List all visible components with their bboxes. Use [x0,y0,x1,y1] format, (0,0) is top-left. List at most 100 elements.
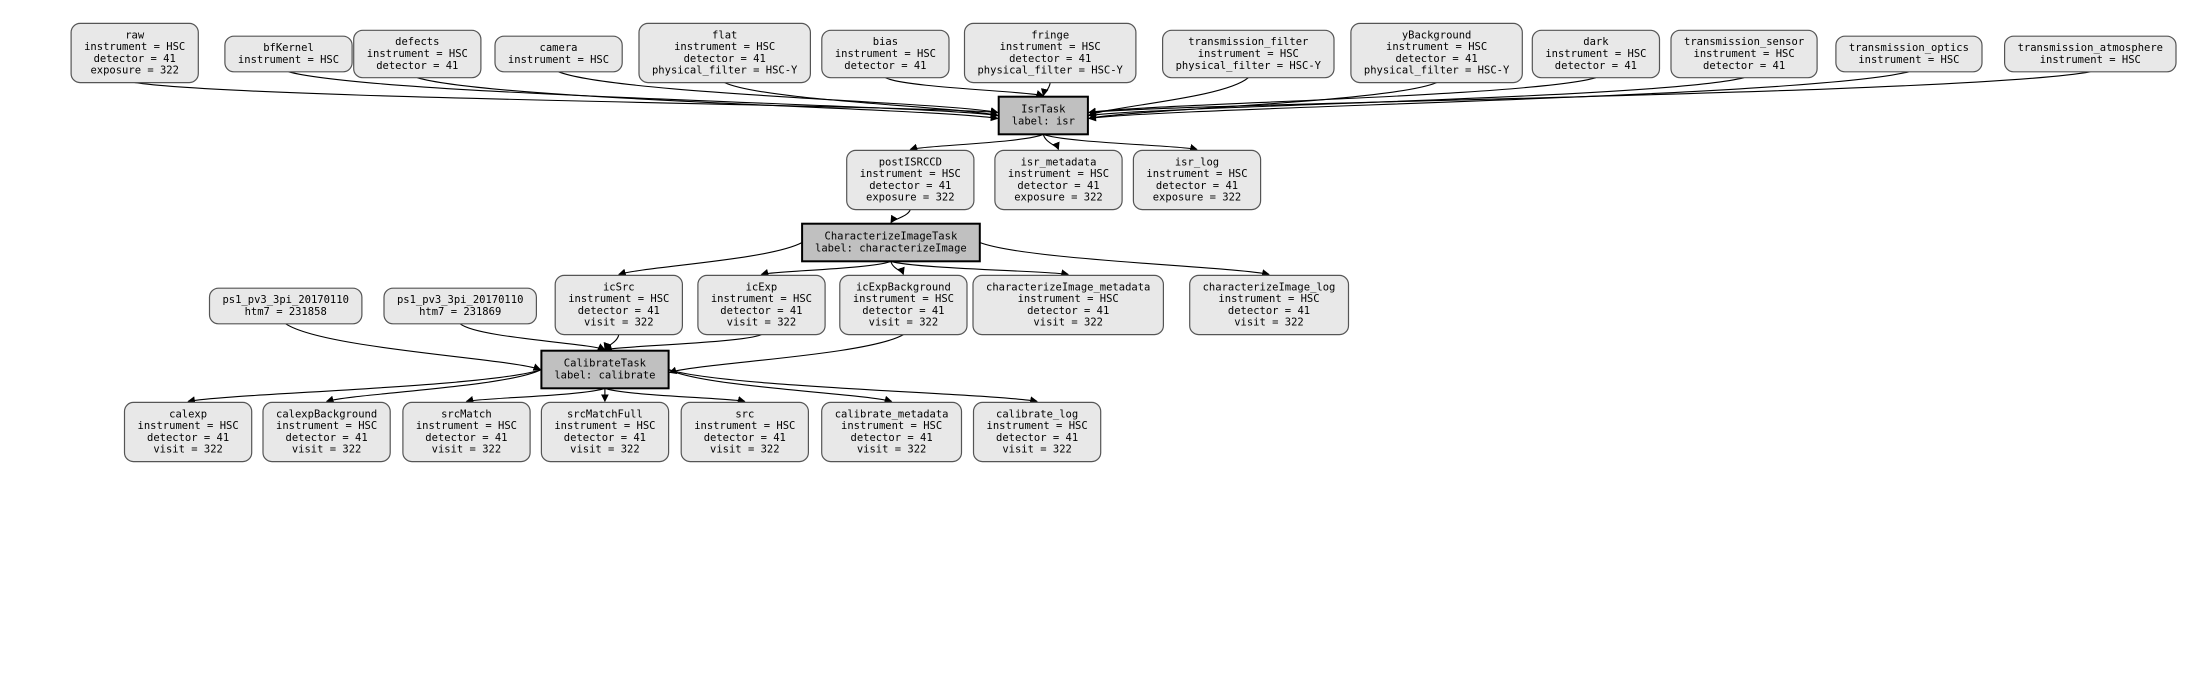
edge-bias-to-IsrTask [885,77,1045,98]
dataset-node-box [1189,274,1350,336]
dataset-node-box [821,401,963,463]
node-title: calexpBackground [276,408,377,420]
node-dimension-line: detector = 41 [564,432,646,444]
node-dimension-line: physical_filter = HSC-Y [977,65,1123,77]
node-dimension-line: htm7 = 231858 [245,306,327,318]
node-dimension-line: instrument = HSC [853,293,954,305]
node-dimension-line: detector = 41 [147,432,229,444]
edge-dark-to-IsrTask [1088,77,1597,116]
node-dimension-line: detector = 41 [1703,60,1785,72]
edge-CalibrateTask-to-calibrate_metadata [668,369,893,404]
dataset-node-box [1670,29,1818,79]
node-dimension-line: detector = 41 [425,432,507,444]
node-title: icExpBackground [856,281,951,293]
node-dimension-line: instrument = HSC [416,420,517,432]
node-dimension-line: instrument = HSC [1694,48,1795,60]
node-title: raw [125,29,145,41]
edge-postISRCCD-to-CharacterizeImageTask [890,209,911,224]
dataset-node-box [123,401,253,463]
node-dimension-line: detector = 41 [844,60,926,72]
node-dimension-line: exposure = 322 [866,192,955,204]
node-title: characterizeImage_log [1203,281,1336,293]
node-dimension-line: detector = 41 [286,432,368,444]
node-dimension-line: instrument = HSC [568,293,669,305]
node-dimension-line: instrument = HSC [1545,48,1646,60]
node-dimension-line: instrument = HSC [987,420,1088,432]
node-title: transmission_sensor [1684,36,1804,48]
node-dimension-line: detector = 41 [578,305,660,317]
node-dimension-line: detector = 41 [1555,60,1637,72]
node-dimension-line: instrument = HSC [835,48,936,60]
dataset-node-box [963,22,1137,84]
edge-CalibrateTask-to-srcMatch [465,387,606,404]
node-dimension-line: detector = 41 [1228,305,1310,317]
edge-yBackground-to-IsrTask [1088,82,1437,121]
node-dimension-line: visit = 322 [570,444,640,456]
node-dimension-line: visit = 322 [584,317,654,329]
node-dimension-line: instrument = HSC [1386,41,1487,53]
node-dimension-line: visit = 322 [432,444,502,456]
dataset-node-box [697,274,826,336]
node-title: calibrate_metadata [835,408,949,420]
node-title: srcMatch [441,408,492,420]
node-dimension-line: visit = 322 [1234,317,1304,329]
node-title: bfKernel [263,42,314,54]
node-title: transmission_optics [1849,42,1969,54]
edge-CalibrateTask-to-calexp [187,368,542,404]
node-dimension-line: detector = 41 [1009,53,1091,65]
node-dimension-line: instrument = HSC [367,48,468,60]
dataset-node-box [208,287,363,325]
edge-flat-to-IsrTask [724,82,999,118]
dataset-node-box [1835,35,1983,73]
dataset-node-box [554,274,684,336]
node-dimension-line: detector = 41 [1156,180,1238,192]
edge-transmission_optics-to-IsrTask [1088,71,1910,122]
node-title: isr_metadata [1021,156,1097,168]
node-dimension-line: visit = 322 [869,317,939,329]
dataset-node-box [972,274,1164,336]
dataset-node-box [353,29,482,79]
node-dimension-line: label: isr [1012,115,1075,127]
node-title: yBackground [1402,29,1472,41]
dataset-node-box [383,287,537,325]
task-node-box [801,222,981,263]
dataset-node-box [2003,35,2177,73]
edge-CharacterizeImageTask-to-characterizeImage_log [979,241,1270,277]
node-dimension-line: visit = 322 [857,444,927,456]
node-dimension-line: visit = 322 [727,317,797,329]
edge-CharacterizeImageTask-to-characterizeImage_metadata [890,260,1069,277]
